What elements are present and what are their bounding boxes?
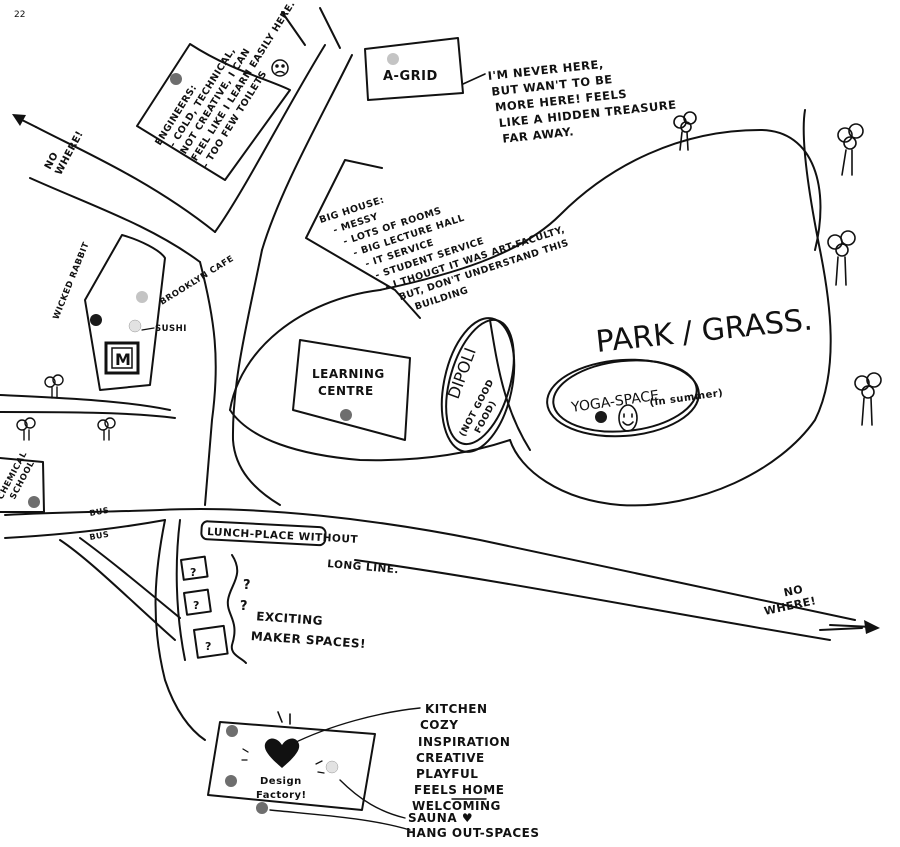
engineers-building xyxy=(136,43,291,181)
bus-stop-label: BUS xyxy=(89,530,110,542)
smiley-icon xyxy=(618,404,638,432)
tree-icon xyxy=(854,372,882,426)
long-line-label: LONG LINE. xyxy=(327,558,400,576)
sushi-label: SUSHI xyxy=(155,324,187,334)
svg-text:?: ? xyxy=(190,566,196,579)
maker-space-box: ? xyxy=(193,624,229,659)
learning-centre-building xyxy=(292,339,411,441)
metro-icon: M xyxy=(104,341,140,375)
a-grid-building xyxy=(364,37,464,101)
tree-icon xyxy=(837,123,864,176)
tree-icon xyxy=(44,374,64,399)
a-grid-dot xyxy=(387,53,399,65)
learning-centre-label: LEARNING CENTRE xyxy=(312,367,389,398)
sushi-dot xyxy=(128,319,142,333)
maker-space-box: ? xyxy=(179,555,209,581)
nowhere-se-label: NO WHERE! xyxy=(760,580,817,617)
dipoli-label: DIPOLI xyxy=(444,345,480,401)
big-house-note: BIG HOUSE: - MESSY - LOTS OF ROOMS - BIG… xyxy=(318,143,579,332)
design-factory-dot xyxy=(256,802,268,814)
learning-centre-dot xyxy=(340,409,352,421)
design-factory-dot xyxy=(325,760,339,774)
heart-icon xyxy=(264,738,300,768)
question-mark: ? xyxy=(240,599,248,614)
park-label: PARK / GRASS. xyxy=(594,302,814,360)
design-factory-dot xyxy=(225,775,237,787)
question-mark: ? xyxy=(243,578,251,593)
svg-text:?: ? xyxy=(193,599,199,612)
brooklyn-cafe-dot xyxy=(136,291,148,303)
yoga-note: (in summer) xyxy=(649,388,724,409)
page-number: 22 xyxy=(14,10,25,20)
park-area xyxy=(229,129,822,411)
tree-icon xyxy=(827,230,856,286)
tree-icon xyxy=(16,417,36,441)
wicked-rabbit-dot xyxy=(90,314,102,326)
dipoli-building xyxy=(440,317,531,453)
yoga-dot xyxy=(595,411,607,423)
shopping-block xyxy=(84,234,166,391)
yoga-label: YOGA-SPACE xyxy=(569,388,660,416)
big-house-area xyxy=(305,159,421,319)
design-factory-dot xyxy=(226,725,238,737)
design-factory-words: KITCHEN COZY INSPIRATION CREATIVE PLAYFU… xyxy=(406,702,540,840)
engineers-dot xyxy=(170,73,182,85)
nowhere-nw-label: NO WHERE! xyxy=(43,124,86,177)
sparkle-icon xyxy=(241,748,325,774)
bus-stop-label: BUS xyxy=(89,506,110,518)
svg-text:M: M xyxy=(115,350,131,369)
a-grid-note: I'M NEVER HERE, BUT WAN'T TO BE MORE HER… xyxy=(487,49,683,146)
chemical-school-building xyxy=(0,457,45,513)
road-network xyxy=(0,7,863,741)
a-grid-label: A-GRID xyxy=(383,69,438,84)
chemical-school-dot xyxy=(28,496,40,508)
maker-space-box: ? xyxy=(183,588,212,616)
arrow-nowhere-nw-icon xyxy=(12,114,37,128)
maker-spaces-label: EXCITING MAKER SPACES! xyxy=(250,609,367,651)
arrow-nowhere-se-icon xyxy=(829,620,880,634)
brooklyn-cafe-label: BROOKLYN CAFE xyxy=(158,254,236,308)
design-factory-label: Design Factory! xyxy=(256,776,307,801)
tree-icon xyxy=(97,417,116,441)
tree-icon xyxy=(673,111,697,151)
lunch-place-box xyxy=(200,520,327,547)
svg-text:?: ? xyxy=(205,640,211,653)
sad-face-icon xyxy=(271,59,289,77)
